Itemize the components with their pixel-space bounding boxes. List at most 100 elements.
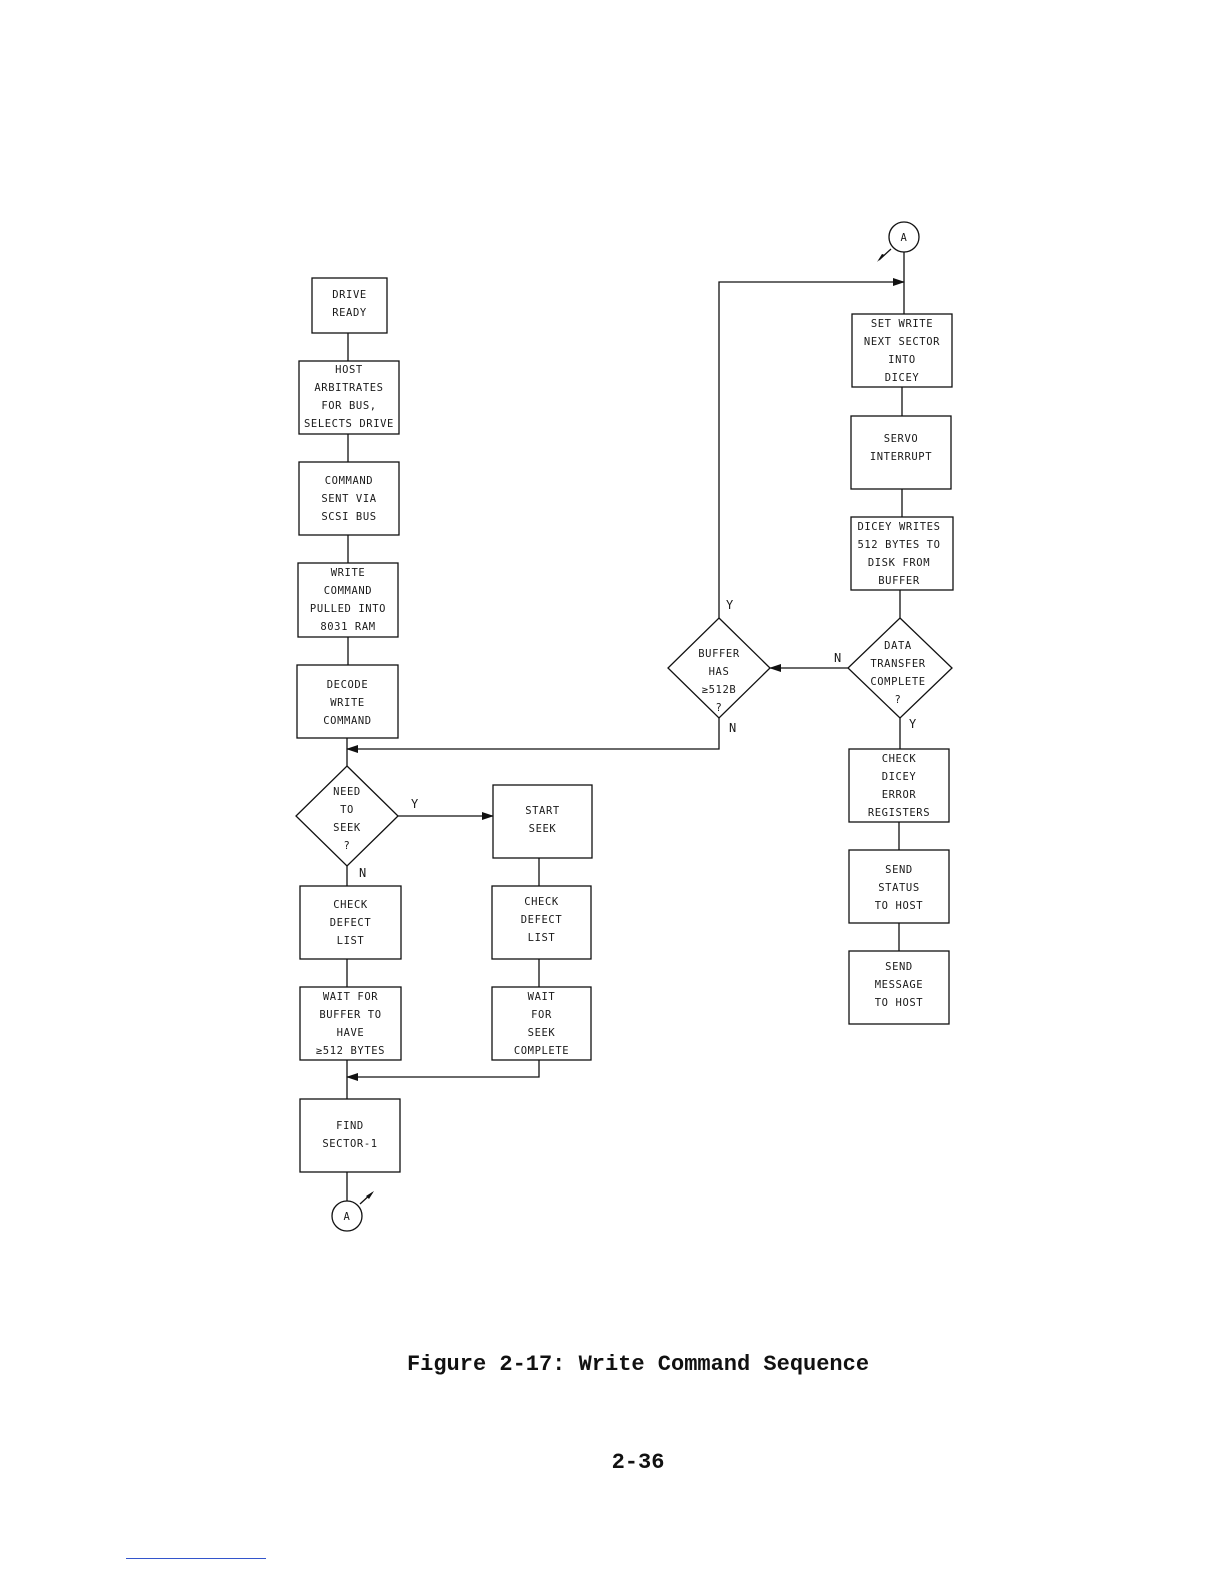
svg-text:READY: READY [332, 307, 367, 319]
svg-text:SET WRITE: SET WRITE [871, 318, 933, 330]
decision-need-to-seek: NEED TO SEEK ? [295, 765, 399, 867]
svg-text:DEFECT: DEFECT [330, 917, 372, 929]
node-check-defect-list-left: CHECK DEFECT LIST [299, 885, 402, 960]
node-start-seek: START SEEK [492, 784, 593, 859]
node-write-command-pulled: WRITE COMMAND PULLED INTO 8031 RAM [297, 562, 399, 638]
label-data-transfer-yes: Y [909, 717, 917, 731]
connector-a-bottom: A [331, 1200, 363, 1232]
decision-data-transfer-complete: DATA TRANSFER COMPLETE ? [847, 617, 953, 719]
svg-text:CHECK: CHECK [524, 896, 559, 908]
svg-text:BUFFER TO: BUFFER TO [319, 1009, 381, 1021]
svg-text:SEEK: SEEK [528, 1027, 556, 1039]
svg-text:TO HOST: TO HOST [875, 997, 924, 1009]
svg-text:SECTOR-1: SECTOR-1 [322, 1138, 377, 1150]
decision-buffer-has-512b: BUFFER HAS ≥512B ? [667, 617, 771, 719]
svg-text:DICEY: DICEY [885, 372, 920, 384]
svg-text:WRITE: WRITE [330, 697, 365, 709]
node-command-sent: COMMAND SENT VIA SCSI BUS [298, 461, 400, 536]
svg-text:DISK FROM: DISK FROM [868, 557, 930, 569]
svg-text:HAVE: HAVE [337, 1027, 365, 1039]
svg-text:TRANSFER: TRANSFER [870, 658, 925, 670]
svg-text:SELECTS DRIVE: SELECTS DRIVE [304, 418, 394, 430]
svg-text:HAS: HAS [709, 666, 730, 678]
svg-text:COMMAND: COMMAND [323, 715, 371, 727]
svg-text:SCSI BUS: SCSI BUS [321, 511, 376, 523]
svg-text:DECODE: DECODE [327, 679, 369, 691]
svg-text:DICEY WRITES: DICEY WRITES [857, 521, 940, 533]
page-number: 2-36 [611, 1450, 665, 1475]
edge-buffer-has-no [346, 718, 720, 753]
figure-caption: Figure 2-17: Write Command Sequence [406, 1352, 870, 1377]
edge-wait-seek-merge [346, 1060, 540, 1081]
node-drive-ready: DRIVE READY [311, 277, 388, 334]
svg-text:ARBITRATES: ARBITRATES [314, 382, 383, 394]
svg-text:FIND: FIND [336, 1120, 364, 1132]
svg-text:SEND: SEND [885, 864, 913, 876]
svg-text:WAIT FOR: WAIT FOR [323, 991, 378, 1003]
label-buffer-has-no: N [729, 721, 736, 735]
svg-text:DRIVE: DRIVE [332, 289, 367, 301]
svg-text:DICEY: DICEY [882, 771, 917, 783]
label-need-seek-no: N [359, 866, 366, 880]
svg-text:SEND: SEND [885, 961, 913, 973]
svg-text:8031 RAM: 8031 RAM [320, 621, 375, 633]
svg-text:?: ? [344, 840, 351, 852]
svg-text:INTO: INTO [888, 354, 916, 366]
footnote-rule [126, 1558, 266, 1559]
svg-text:NEXT SECTOR: NEXT SECTOR [864, 336, 940, 348]
svg-text:LIST: LIST [528, 932, 556, 944]
svg-text:A: A [901, 232, 908, 244]
node-set-write-next-sector: SET WRITE NEXT SECTOR INTO DICEY [851, 313, 953, 388]
svg-text:INTERRUPT: INTERRUPT [870, 451, 932, 463]
svg-text:?: ? [895, 694, 902, 706]
svg-text:WRITE: WRITE [331, 567, 366, 579]
svg-text:≥512 BYTES: ≥512 BYTES [316, 1045, 385, 1057]
node-wait-for-seek-complete: WAIT FOR SEEK COMPLETE [491, 986, 592, 1061]
label-need-seek-yes: Y [411, 797, 419, 811]
node-send-message: SEND MESSAGE TO HOST [848, 950, 950, 1025]
svg-text:SENT VIA: SENT VIA [321, 493, 376, 505]
svg-text:TO HOST: TO HOST [875, 900, 924, 912]
svg-text:LIST: LIST [337, 935, 365, 947]
svg-text:DATA: DATA [884, 640, 912, 652]
label-data-transfer-no: N [834, 651, 841, 665]
svg-text:DEFECT: DEFECT [521, 914, 563, 926]
svg-text:NEED: NEED [333, 786, 361, 798]
node-host-arbitrates: HOST ARBITRATES FOR BUS, SELECTS DRIVE [298, 360, 400, 435]
svg-text:FOR: FOR [531, 1009, 552, 1021]
svg-text:REGISTERS: REGISTERS [868, 807, 930, 819]
node-servo-interrupt: SERVO INTERRUPT [850, 415, 952, 490]
svg-text:BUFFER: BUFFER [698, 648, 740, 660]
svg-text:TO: TO [340, 804, 354, 816]
node-send-status: SEND STATUS TO HOST [848, 849, 950, 924]
svg-text:FOR BUS,: FOR BUS, [321, 400, 376, 412]
svg-text:MESSAGE: MESSAGE [875, 979, 923, 991]
flow-lines [346, 248, 905, 1205]
node-wait-for-buffer: WAIT FOR BUFFER TO HAVE ≥512 BYTES [299, 986, 402, 1061]
svg-text:CHECK: CHECK [882, 753, 917, 765]
svg-text:HOST: HOST [335, 364, 363, 376]
svg-text:WAIT: WAIT [528, 991, 556, 1003]
svg-text:SEEK: SEEK [333, 822, 361, 834]
svg-text:CHECK: CHECK [333, 899, 368, 911]
svg-text:COMPLETE: COMPLETE [514, 1045, 569, 1057]
svg-text:SEEK: SEEK [529, 823, 557, 835]
svg-text:512 BYTES TO: 512 BYTES TO [857, 539, 940, 551]
svg-text:START: START [525, 805, 560, 817]
svg-text:COMMAND: COMMAND [325, 475, 373, 487]
svg-text:?: ? [716, 702, 723, 714]
svg-text:SERVO: SERVO [884, 433, 919, 445]
node-dicey-writes: DICEY WRITES 512 BYTES TO DISK FROM BUFF… [850, 516, 954, 591]
svg-text:PULLED INTO: PULLED INTO [310, 603, 386, 615]
svg-text:ERROR: ERROR [882, 789, 917, 801]
node-find-sector: FIND SECTOR-1 [299, 1098, 401, 1173]
node-check-defect-list-right: CHECK DEFECT LIST [491, 885, 592, 960]
connector-a-top: A [888, 221, 920, 253]
svg-text:STATUS: STATUS [878, 882, 920, 894]
svg-text:A: A [344, 1211, 351, 1223]
node-decode-write: DECODE WRITE COMMAND [296, 664, 399, 739]
svg-text:COMPLETE: COMPLETE [870, 676, 925, 688]
svg-text:≥512B: ≥512B [702, 684, 737, 696]
svg-text:BUFFER: BUFFER [878, 575, 920, 587]
